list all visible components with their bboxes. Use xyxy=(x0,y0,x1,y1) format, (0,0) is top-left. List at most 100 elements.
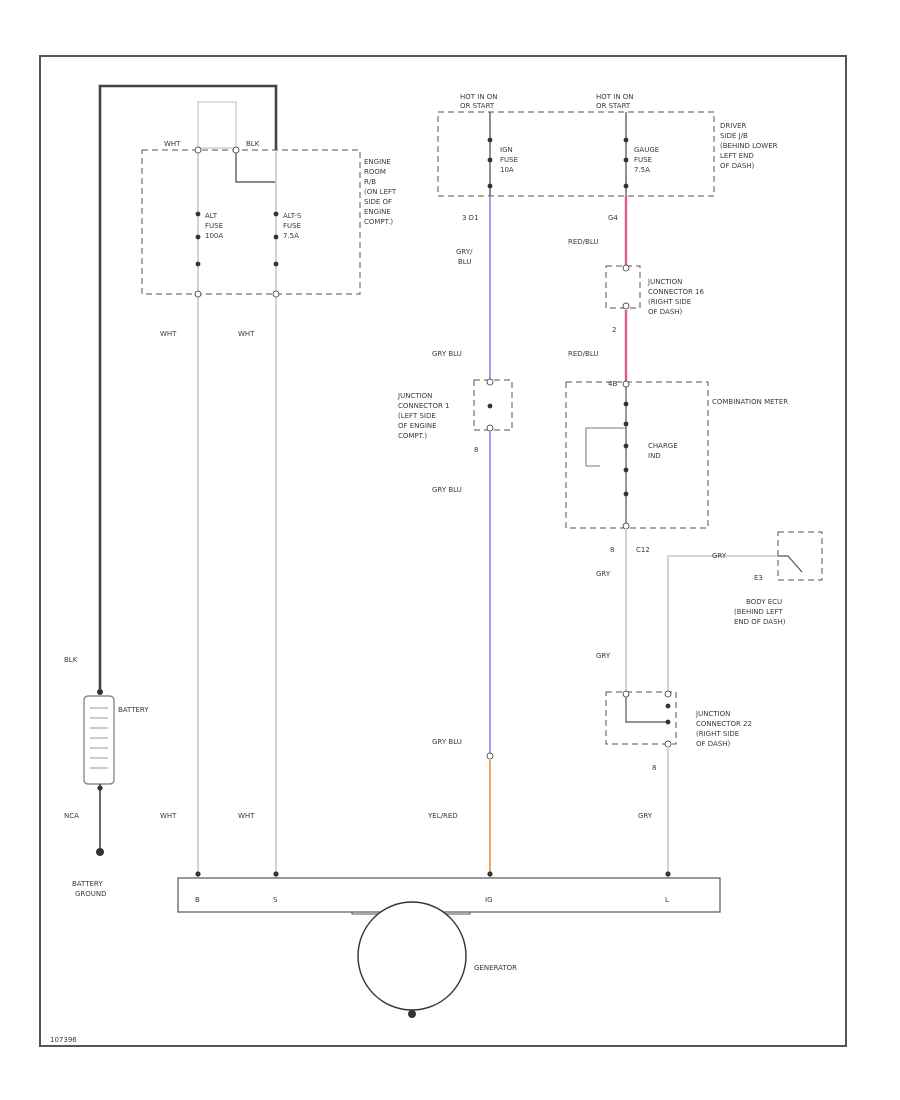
gen-terminal-s-dot xyxy=(273,871,279,877)
body-ecu-branch xyxy=(667,555,778,692)
meter-bracket xyxy=(585,427,626,467)
gen-terminal-ig-dot xyxy=(487,871,493,877)
alt-s-jumper xyxy=(235,150,276,183)
generator-label: GENERATOR xyxy=(474,964,517,972)
jc22-node-dot-1 xyxy=(665,703,671,709)
jc22-in-terminal-left xyxy=(622,690,630,698)
ign-fuse-mid-dot xyxy=(487,157,493,163)
alt-s-fuse-in-terminal xyxy=(232,146,240,154)
gen-terminal-b-dot xyxy=(195,871,201,877)
junction-connector-1-box xyxy=(473,379,513,431)
diagram-frame xyxy=(39,55,847,1047)
alt-fuse-in-terminal xyxy=(194,146,202,154)
meter-node-dot-3 xyxy=(623,491,629,497)
engine-rb-in-left-label: WHT xyxy=(164,140,181,148)
jc22-in-terminal-right xyxy=(664,690,672,698)
fuse-feed-stub xyxy=(197,101,237,149)
engine-rb-in-right-label: BLK xyxy=(246,140,260,148)
alt-fuse-out-wire-label: WHT xyxy=(160,330,177,338)
ig-wire-label-2: GRY BLU xyxy=(432,350,462,358)
jc1-node-dot xyxy=(487,403,493,409)
jc1-pin-label: 8 xyxy=(474,446,478,454)
gen-terminal-l-label: L xyxy=(665,896,669,904)
alt-fuse-bottom-dot xyxy=(195,234,201,240)
junction-connector-22-box xyxy=(605,691,677,745)
gen-terminal-s-label: S xyxy=(273,896,278,904)
ig-wire-splice xyxy=(486,752,494,760)
battery-negative-terminal xyxy=(97,785,103,791)
gauge-fuse-bottom-dot xyxy=(623,183,629,189)
alt-s-fuse-bottom-dot-2 xyxy=(273,261,279,267)
alt-fuse-top-dot xyxy=(195,211,201,217)
meter-in-pin-label: 4B xyxy=(608,380,617,388)
battery-positive-terminal xyxy=(97,689,103,695)
ign-fuse-bottom-dot xyxy=(487,183,493,189)
battery-symbol xyxy=(83,695,115,785)
body-ecu-pin-label: E3 xyxy=(754,574,763,582)
generator-ground-point xyxy=(408,1010,416,1018)
ig-wire-label-5: YEL/RED xyxy=(427,812,458,820)
meter-node-dot-2 xyxy=(623,421,629,427)
alt-fuse-out-terminal xyxy=(194,290,202,298)
engine-room-rb-box xyxy=(141,149,361,295)
alt-s-fuse-out-terminal xyxy=(272,290,280,298)
gauge-fuse-mid-dot xyxy=(623,157,629,163)
driver-side-jb-box xyxy=(437,111,715,197)
jc16-out-terminal xyxy=(622,302,630,310)
combination-meter-box xyxy=(565,381,709,529)
battery-positive-wire xyxy=(98,84,278,690)
gen-terminal-ig-label: IG xyxy=(485,896,493,904)
c12-pin-label: C12 xyxy=(636,546,650,554)
ig-wire-label-4: GRY BLU xyxy=(432,738,462,746)
charge-ind-bottom-dot xyxy=(623,467,629,473)
l-wire-label-3: GRY xyxy=(638,812,653,820)
jc22-internal xyxy=(625,694,668,723)
battery-ground-wire-label: NCA xyxy=(64,812,79,820)
alt-s-fuse-bottom-dot xyxy=(273,234,279,240)
jc16-pin-label: 2 xyxy=(612,326,616,334)
battery-ground-point xyxy=(96,848,104,856)
l-wire-label-2: GRY xyxy=(596,652,611,660)
diagram-footer-code: 107396 xyxy=(50,1036,77,1044)
alt-fuse-gen-wire-label: WHT xyxy=(160,812,177,820)
junction-connector-16-box xyxy=(605,265,641,309)
meter-in-terminal xyxy=(622,380,630,388)
l-wire-label-1: GRY xyxy=(596,570,611,578)
ign-fuse-top-dot xyxy=(487,137,493,143)
gauge-jb-pin-label: G4 xyxy=(608,214,618,222)
generator-symbol xyxy=(357,901,467,1011)
meter-node-dot-1 xyxy=(623,401,629,407)
alt-fuse-bottom-dot-2 xyxy=(195,261,201,267)
jc16-in-terminal xyxy=(622,264,630,272)
gauge-wire-label-2: RED/BLU xyxy=(568,350,599,358)
combination-meter-label: COMBINATION METER xyxy=(712,398,788,406)
jc1-in-terminal xyxy=(486,378,494,386)
ig-jb-pin-label: 3 D1 xyxy=(462,214,479,222)
battery-wire-label: BLK xyxy=(64,656,78,664)
battery-label: BATTERY xyxy=(118,706,149,714)
alt-s-fuse-top-dot xyxy=(273,211,279,217)
jc22-node-dot-2 xyxy=(665,719,671,725)
battery-cells xyxy=(90,707,108,769)
generator-connector-bar xyxy=(177,877,721,913)
charge-ind-top-dot xyxy=(623,443,629,449)
gauge-fuse-top-dot xyxy=(623,137,629,143)
gen-terminal-l-dot xyxy=(665,871,671,877)
body-ecu-switch xyxy=(778,555,803,573)
ig-wire-label-3: GRY BLU xyxy=(432,486,462,494)
jc22-pin-label: 8 xyxy=(652,764,656,772)
